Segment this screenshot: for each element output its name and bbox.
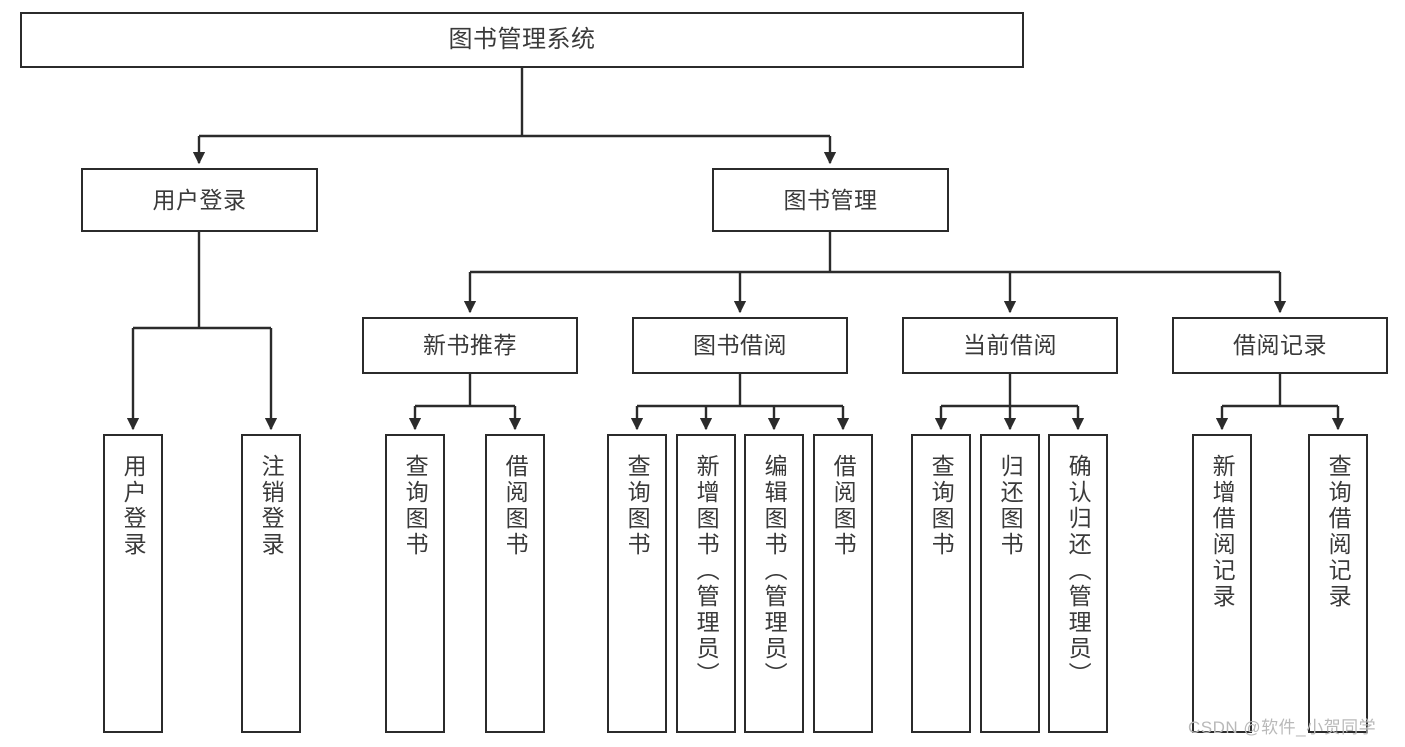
node-label: 查询图书 bbox=[624, 454, 651, 558]
node-label: 用户登录 bbox=[120, 454, 147, 558]
node-leaf-user-login[interactable]: 用户登录 bbox=[103, 434, 163, 733]
node-current-borrowing[interactable]: 当前借阅 bbox=[902, 317, 1118, 374]
node-new-book-recommendation[interactable]: 新书推荐 bbox=[362, 317, 578, 374]
node-leaf-confirm-return-admin[interactable]: 确认归还（管理员） bbox=[1048, 434, 1108, 733]
node-label: 新增图书（管理员） bbox=[693, 454, 720, 688]
node-label: 归还图书 bbox=[997, 454, 1024, 558]
node-label: 借阅图书 bbox=[502, 454, 529, 558]
node-borrowing-records[interactable]: 借阅记录 bbox=[1172, 317, 1388, 374]
node-label: 借阅图书 bbox=[830, 454, 857, 558]
node-leaf-borrow-book-recommendation[interactable]: 借阅图书 bbox=[485, 434, 545, 733]
node-leaf-query-borrowing-record[interactable]: 查询借阅记录 bbox=[1308, 434, 1368, 733]
node-leaf-borrow-book[interactable]: 借阅图书 bbox=[813, 434, 873, 733]
node-user-login[interactable]: 用户登录 bbox=[81, 168, 318, 232]
node-label: 编辑图书（管理员） bbox=[761, 454, 788, 688]
node-leaf-logout[interactable]: 注销登录 bbox=[241, 434, 301, 733]
node-leaf-add-borrowing-record[interactable]: 新增借阅记录 bbox=[1192, 434, 1252, 733]
node-label: 图书借阅 bbox=[693, 332, 787, 359]
node-label: 新书推荐 bbox=[423, 332, 517, 359]
node-leaf-query-book-current[interactable]: 查询图书 bbox=[911, 434, 971, 733]
node-label: 确认归还（管理员） bbox=[1065, 454, 1092, 688]
node-leaf-return-book[interactable]: 归还图书 bbox=[980, 434, 1040, 733]
node-label: 图书管理 bbox=[783, 186, 878, 213]
node-leaf-query-book-borrowing[interactable]: 查询图书 bbox=[607, 434, 667, 733]
node-label: 注销登录 bbox=[258, 454, 285, 558]
node-leaf-add-book-admin[interactable]: 新增图书（管理员） bbox=[676, 434, 736, 733]
node-root-book-management-system[interactable]: 图书管理系统 bbox=[20, 12, 1024, 68]
csdn-watermark: CSDN @软件_小贺同学 bbox=[1188, 718, 1377, 737]
node-book-management[interactable]: 图书管理 bbox=[712, 168, 949, 232]
node-label: 借阅记录 bbox=[1233, 332, 1327, 359]
node-label: 查询图书 bbox=[928, 454, 955, 558]
node-book-borrowing[interactable]: 图书借阅 bbox=[632, 317, 848, 374]
node-label: 图书管理系统 bbox=[448, 26, 596, 54]
node-leaf-query-book-recommendation[interactable]: 查询图书 bbox=[385, 434, 445, 733]
node-label: 当前借阅 bbox=[963, 332, 1057, 359]
node-label: 用户登录 bbox=[152, 186, 247, 213]
node-label: 新增借阅记录 bbox=[1209, 454, 1236, 610]
node-leaf-edit-book-admin[interactable]: 编辑图书（管理员） bbox=[744, 434, 804, 733]
node-label: 查询借阅记录 bbox=[1325, 454, 1352, 610]
node-label: 查询图书 bbox=[402, 454, 429, 558]
